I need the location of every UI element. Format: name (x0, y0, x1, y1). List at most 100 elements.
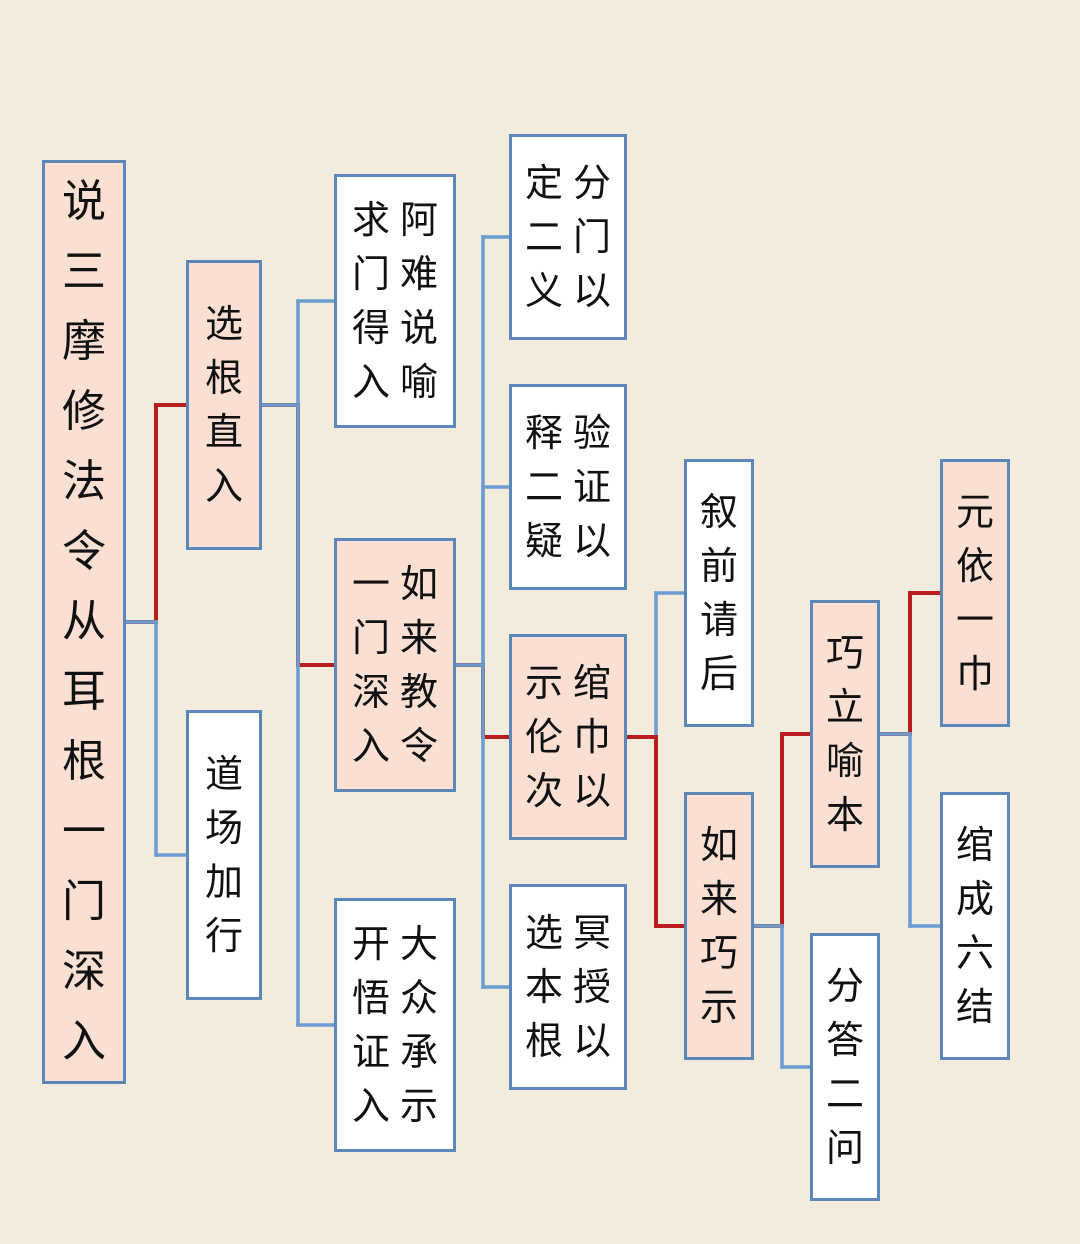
node-text-char: 直 (204, 410, 243, 454)
node-text-char: 门 (351, 252, 390, 296)
node-text-char: 巾 (955, 652, 994, 696)
node-yanzheng: 验证以释二疑 (509, 384, 627, 590)
node-xuangen-column: 选根直入 (205, 297, 243, 513)
node-text-char: 一 (62, 806, 106, 857)
node-text-char: 巾 (573, 715, 612, 759)
node-text-char: 来 (699, 877, 738, 921)
node-xuqian: 叙前请后 (684, 459, 754, 727)
node-text-char: 前 (699, 544, 738, 588)
node-text-char: 元 (955, 490, 994, 534)
node-text-char: 求 (351, 198, 390, 242)
node-root: 说三摩修法令从耳根一门深入 (42, 160, 126, 1084)
node-text-char: 请 (699, 598, 738, 642)
node-text-char: 验 (573, 411, 612, 455)
node-text-char: 门 (351, 616, 390, 660)
node-text-char: 修 (62, 386, 106, 437)
node-text-char: 入 (204, 464, 243, 508)
node-rulai-qiao-column: 如来巧示 (700, 818, 738, 1034)
node-text-char: 三 (62, 246, 106, 297)
node-text-char: 以 (573, 769, 612, 813)
node-text-char: 结 (955, 985, 994, 1029)
node-text-char: 一 (351, 562, 390, 606)
node-text-char: 来 (400, 616, 439, 660)
node-text-char: 绾 (955, 823, 994, 867)
node-text-char: 六 (955, 931, 994, 975)
node-text-char: 以 (573, 1019, 612, 1063)
node-text-char: 后 (699, 652, 738, 696)
node-text-char: 摩 (62, 316, 106, 367)
node-text-char: 令 (400, 724, 439, 768)
node-text-char: 大 (400, 922, 439, 966)
node-text-char: 选 (524, 911, 563, 955)
node-text-char: 如 (699, 823, 738, 867)
node-text-char: 行 (204, 914, 243, 958)
node-text-char: 绾 (573, 661, 612, 705)
node-text-char: 加 (204, 860, 243, 904)
node-mingshou-column: 冥授以 (573, 906, 611, 1068)
node-text-char: 以 (573, 269, 612, 313)
node-text-char: 门 (573, 215, 612, 259)
node-text-char: 如 (400, 562, 439, 606)
node-text-char: 证 (351, 1030, 390, 1074)
node-xuqian-column: 叙前请后 (700, 485, 738, 701)
node-text-char: 法 (62, 456, 106, 507)
node-text-char: 二 (825, 1072, 864, 1116)
node-text-char: 一 (955, 598, 994, 642)
node-fenmen-column: 定二义 (525, 156, 563, 318)
node-rulai-jiao-column: 如来教令 (400, 557, 438, 773)
node-text-char: 难 (400, 252, 439, 296)
node-text-char: 分 (573, 161, 612, 205)
node-yanzheng-column: 验证以 (573, 406, 611, 568)
node-yuanyi-column: 元依一巾 (956, 485, 994, 701)
node-text-char: 入 (351, 724, 390, 768)
node-text-char: 答 (825, 1018, 864, 1062)
node-text-char: 深 (62, 946, 106, 997)
node-text-char: 定 (524, 161, 563, 205)
node-text-char: 本 (524, 965, 563, 1009)
node-daochang: 道场加行 (186, 710, 262, 1000)
node-text-char: 以 (573, 519, 612, 563)
node-mingshou-column: 选本根 (525, 906, 563, 1068)
node-text-char: 深 (351, 670, 390, 714)
node-text-char: 本 (825, 793, 864, 837)
node-text-char: 示 (524, 661, 563, 705)
node-fenmen: 分门以定二义 (509, 134, 627, 340)
node-anan-column: 阿难说喻 (400, 193, 438, 409)
node-text-char: 道 (204, 752, 243, 796)
node-text-char: 喻 (825, 739, 864, 783)
node-text-char: 依 (955, 544, 994, 588)
node-root-column: 说三摩修法令从耳根一门深入 (62, 167, 106, 1077)
node-anan: 阿难说喻求门得入 (334, 174, 456, 428)
node-text-char: 说 (400, 306, 439, 350)
node-qiaoli-column: 巧立喻本 (826, 626, 864, 842)
node-fenda-column: 分答二问 (826, 959, 864, 1175)
node-text-char: 二 (524, 465, 563, 509)
node-fenda: 分答二问 (810, 933, 880, 1201)
node-jiejin-column: 绾巾以 (573, 656, 611, 818)
node-jiejin-column: 示伦次 (525, 656, 563, 818)
node-text-char: 令 (62, 526, 106, 577)
node-text-char: 立 (825, 685, 864, 729)
node-text-char: 示 (699, 985, 738, 1029)
node-text-char: 众 (400, 976, 439, 1020)
node-text-char: 选 (204, 302, 243, 346)
node-text-char: 分 (825, 964, 864, 1008)
node-text-char: 冥 (573, 911, 612, 955)
node-text-char: 入 (351, 1084, 390, 1128)
node-text-char: 教 (400, 670, 439, 714)
node-text-char: 示 (400, 1084, 439, 1128)
node-text-char: 授 (573, 965, 612, 1009)
node-dazhong-column: 开悟证入 (352, 917, 390, 1133)
node-text-char: 伦 (524, 715, 563, 759)
node-text-char: 入 (351, 360, 390, 404)
node-rulai-jiao: 如来教令一门深入 (334, 538, 456, 792)
node-daochang-column: 道场加行 (205, 747, 243, 963)
node-text-char: 喻 (400, 360, 439, 404)
node-text-char: 证 (573, 465, 612, 509)
node-fenmen-column: 分门以 (573, 156, 611, 318)
node-text-char: 成 (955, 877, 994, 921)
node-qiaoli: 巧立喻本 (810, 600, 880, 868)
node-text-char: 疑 (524, 519, 563, 563)
